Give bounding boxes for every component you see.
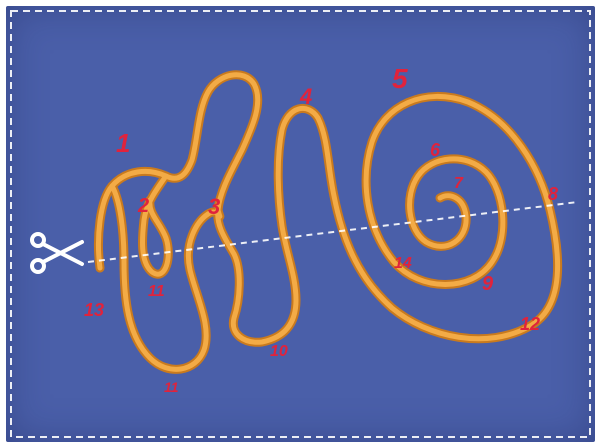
- label-8: 8: [548, 184, 558, 204]
- label-15: 11: [164, 379, 179, 395]
- label-2: 2: [137, 195, 149, 217]
- label-13: 13: [84, 300, 104, 320]
- rope: [99, 75, 558, 370]
- label-12: 12: [520, 314, 540, 334]
- label-7: 7: [454, 175, 464, 192]
- label-6: 6: [430, 140, 441, 160]
- label-9: 9: [482, 273, 494, 295]
- label-1: 1: [116, 128, 130, 158]
- label-11: 11: [148, 283, 165, 300]
- rope-core: [99, 75, 558, 343]
- label-10: 10: [270, 343, 288, 360]
- label-5: 5: [392, 63, 408, 94]
- scissors-icon: [32, 234, 82, 272]
- label-3: 3: [208, 194, 220, 219]
- label-4: 4: [299, 84, 312, 109]
- label-14: 14: [394, 255, 412, 272]
